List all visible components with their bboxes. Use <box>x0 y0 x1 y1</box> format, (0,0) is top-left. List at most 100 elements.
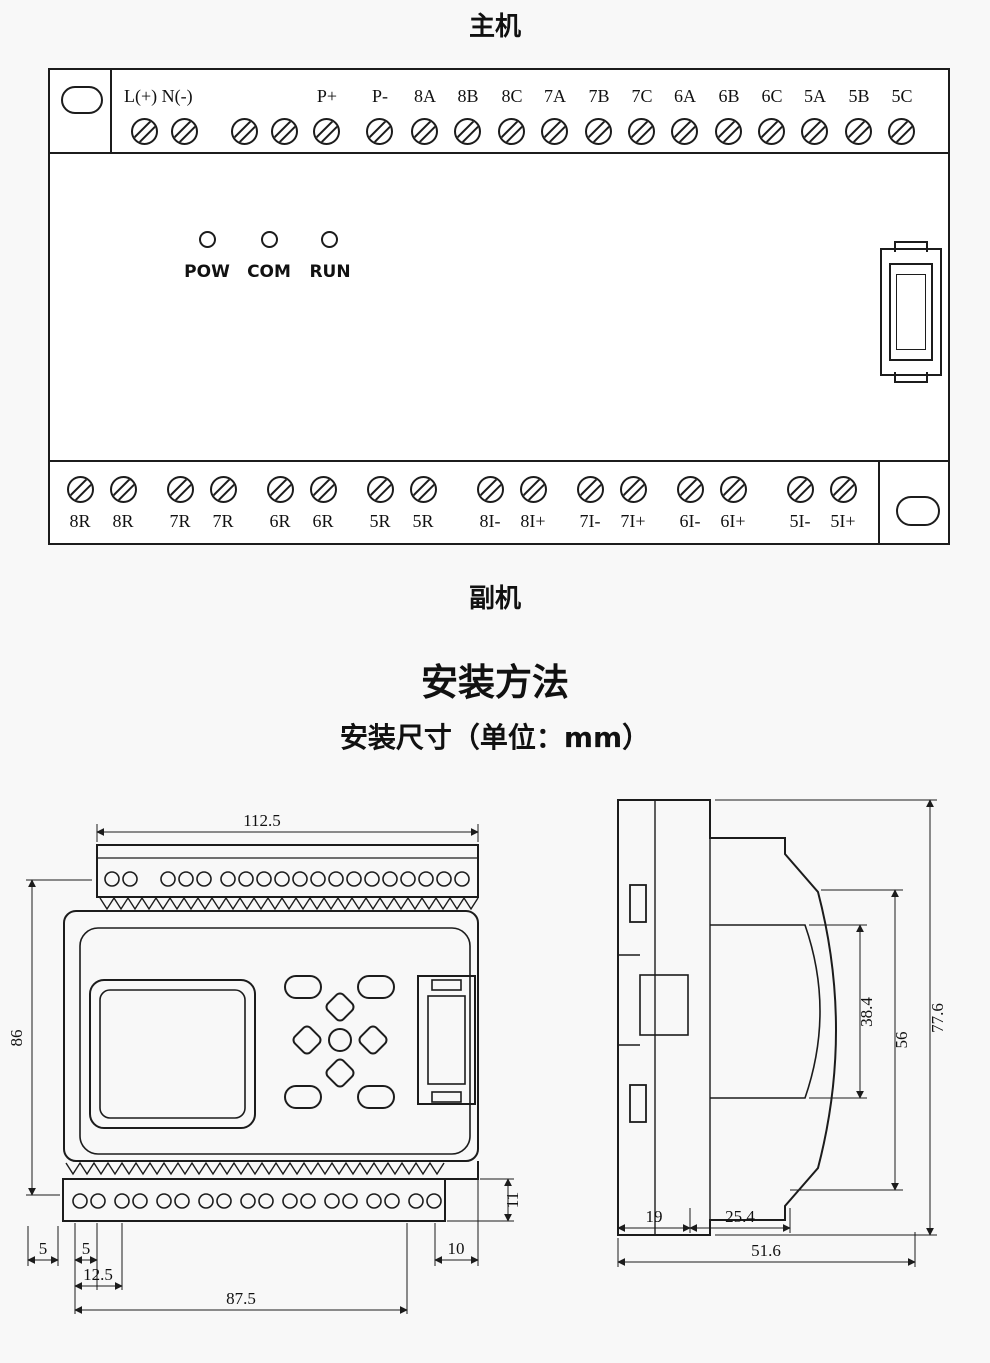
terminal-label: 8A <box>414 86 436 106</box>
dim-side-depth-front: 19 <box>646 1207 663 1226</box>
dim-front-left-offset: 5 <box>39 1239 48 1258</box>
screw-terminal-icon <box>715 118 742 145</box>
screw-terminal-icon <box>271 118 298 145</box>
keypad <box>284 975 395 1109</box>
terminal-label: 6R <box>269 511 291 531</box>
dim-front-hole-span: 87.5 <box>226 1289 256 1308</box>
screw-terminal-icon <box>310 476 337 503</box>
screw-terminal-icon <box>801 118 828 145</box>
screw-terminal-icon <box>845 118 872 145</box>
dim-side-total-height: 77.6 <box>928 1003 947 1033</box>
led-label: RUN <box>309 262 351 282</box>
screw-terminal-icon <box>520 476 547 503</box>
terminal-label: 6B <box>718 86 740 106</box>
terminal-label: 7R <box>212 511 234 531</box>
dim-side-body-height: 56 <box>892 1032 911 1049</box>
side-profile <box>617 799 837 1236</box>
terminal-label: 6R <box>312 511 334 531</box>
front-bottom-terminal-strip <box>62 1161 479 1222</box>
terminal-label: 8I- <box>479 511 501 531</box>
led-label: COM <box>247 262 291 282</box>
terminal-label: 7I+ <box>620 511 646 531</box>
screw-terminal-icon <box>367 476 394 503</box>
screw-terminal-icon <box>231 118 258 145</box>
install-method-title: 安装方法 <box>421 661 569 704</box>
screw-terminal-icon <box>313 118 340 145</box>
led-label: POW <box>184 262 230 282</box>
mounting-corner-right <box>878 460 947 543</box>
screw-terminal-icon <box>585 118 612 145</box>
screw-terminal-icon <box>477 476 504 503</box>
terminal-label: 7C <box>631 86 653 106</box>
screw-terminal-icon <box>366 118 393 145</box>
main-unit-title: 主机 <box>468 12 521 42</box>
screw-terminal-icon <box>720 476 747 503</box>
screw-terminal-icon <box>410 476 437 503</box>
front-body <box>63 910 479 1162</box>
terminal-label: 5C <box>891 86 913 106</box>
main-device-panel: L(+) N(-) P+ P- 8A 8B 8C 7A 7B 7C 6A 6B … <box>48 68 950 545</box>
terminal-label: 8I+ <box>520 511 546 531</box>
top-terminal-strip <box>50 70 948 154</box>
din-clip-bottom <box>629 1084 647 1123</box>
power-led-icon <box>199 231 216 248</box>
screw-terminal-icon <box>677 476 704 503</box>
dim-front-height: 86 <box>7 1030 26 1047</box>
terminal-label: 5R <box>412 511 434 531</box>
screw-terminal-icon <box>577 476 604 503</box>
screw-terminal-icon <box>541 118 568 145</box>
screw-terminal-icon <box>830 476 857 503</box>
terminal-label: 6I- <box>679 511 701 531</box>
dim-side-depth-mid: 25.4 <box>725 1207 755 1226</box>
din-clip-top <box>629 884 647 923</box>
screw-terminal-icon <box>498 118 525 145</box>
terminal-label: 7B <box>588 86 610 106</box>
screw-terminal-icon <box>210 476 237 503</box>
terminal-label: 7I- <box>579 511 601 531</box>
front-view-drawing: 112.5 86 5 5 12.5 87.5 10 11 <box>7 811 522 1314</box>
screw-terminal-icon <box>787 476 814 503</box>
dim-front-right-offset: 10 <box>448 1239 465 1258</box>
front-connector <box>417 975 476 1105</box>
terminal-label: 8B <box>457 86 479 106</box>
dim-front-hole-offset: 5 <box>82 1239 91 1258</box>
screw-terminal-icon <box>267 476 294 503</box>
side-view-drawing: 77.6 56 38.4 19 25.4 51.6 <box>617 799 947 1267</box>
run-led-icon <box>321 231 338 248</box>
side-dimensions <box>617 799 937 1267</box>
terminal-label: 5A <box>804 86 826 106</box>
front-top-terminal-strip <box>96 844 479 911</box>
terminal-label: P+ <box>316 86 338 106</box>
terminal-label: 5I- <box>789 511 811 531</box>
terminal-label: 7A <box>544 86 566 106</box>
terminal-label: 6A <box>674 86 696 106</box>
screw-terminal-icon <box>454 118 481 145</box>
terminal-label: P- <box>371 86 389 106</box>
screw-terminal-icon <box>131 118 158 145</box>
screw-terminal-icon <box>671 118 698 145</box>
terminal-label: 5B <box>848 86 870 106</box>
power-terminal-label: L(+) N(-) <box>124 86 193 106</box>
terminal-label: 8C <box>501 86 523 106</box>
bottom-terminal-strip <box>50 460 948 462</box>
connector-inner-frame <box>889 263 933 361</box>
screw-terminal-icon <box>620 476 647 503</box>
din-teeth-bottom <box>65 1161 445 1176</box>
screw-terminal-icon <box>171 118 198 145</box>
screw-terminal-icon <box>110 476 137 503</box>
screw-terminal-icon <box>411 118 438 145</box>
dim-side-window-height: 38.4 <box>857 997 876 1027</box>
mounting-corner-left <box>50 70 112 154</box>
install-dims-subtitle: 安装尺寸（单位：mm） <box>339 721 651 754</box>
terminal-label: 5R <box>369 511 391 531</box>
din-rail-slot <box>639 974 689 1036</box>
dim-front-strip-height: 11 <box>503 1192 522 1208</box>
screw-terminal-icon <box>167 476 194 503</box>
front-dimensions <box>26 824 514 1314</box>
com-led-icon <box>261 231 278 248</box>
screw-terminal-icon <box>628 118 655 145</box>
mounting-hole-icon <box>61 86 103 114</box>
terminal-label: 6C <box>761 86 783 106</box>
terminal-label: 8R <box>112 511 134 531</box>
